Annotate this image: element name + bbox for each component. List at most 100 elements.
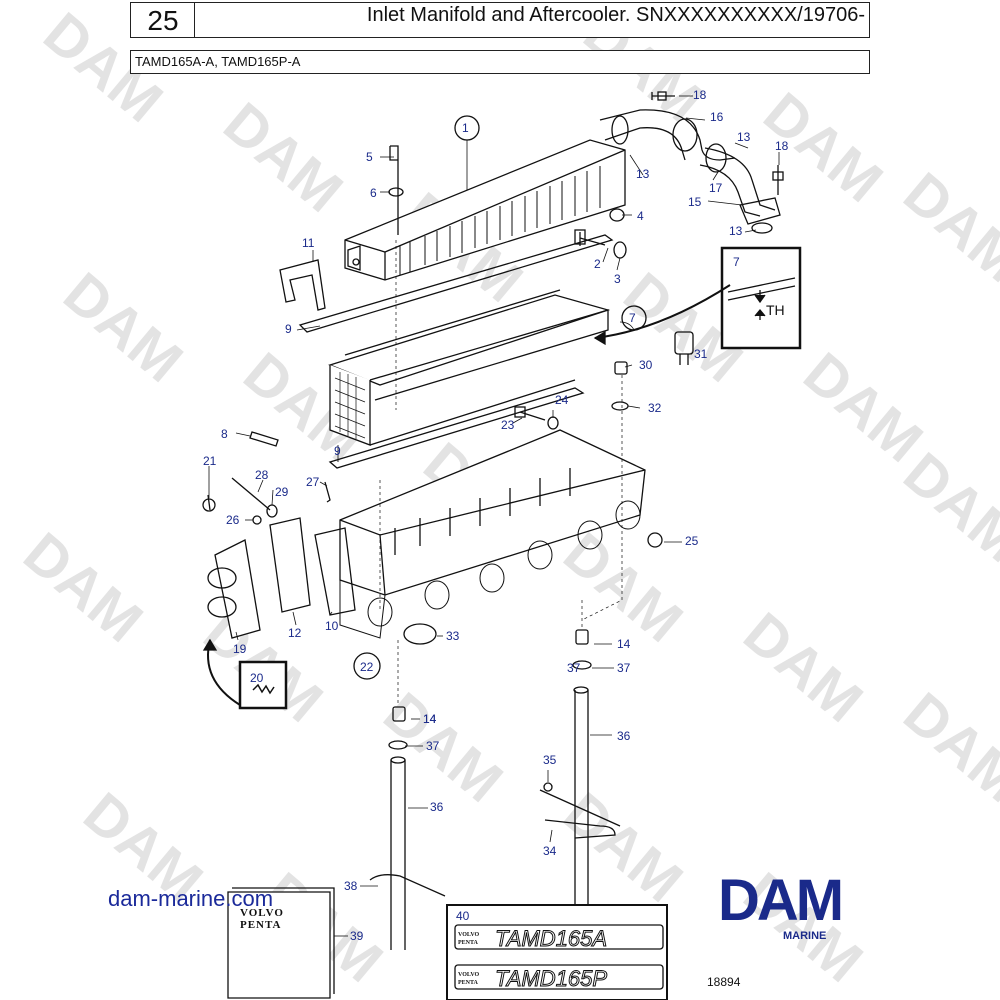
washer-6 bbox=[388, 187, 404, 197]
callout-36: 36 bbox=[430, 800, 444, 814]
bolt-23 bbox=[519, 411, 546, 421]
gasket-9-lower bbox=[328, 387, 585, 469]
o-ring-33 bbox=[403, 623, 437, 645]
intake-manifold-upper bbox=[344, 139, 626, 281]
callout-35: 35 bbox=[543, 753, 557, 767]
callout-29: 29 bbox=[275, 485, 289, 499]
nut-4 bbox=[609, 208, 625, 222]
callout-37: 37 bbox=[426, 739, 440, 753]
sensor-31 bbox=[674, 331, 694, 355]
washer-29 bbox=[266, 504, 278, 518]
dam-brand-logo: DAM bbox=[718, 868, 841, 933]
callout-14: 14 bbox=[423, 712, 437, 726]
intake-manifold-lower bbox=[339, 429, 646, 639]
callout-2: 2 bbox=[594, 257, 601, 271]
bolt-5 bbox=[389, 145, 399, 235]
bolt-21 bbox=[207, 494, 211, 511]
callout-24: 24 bbox=[555, 393, 569, 407]
decal-brand-penta-a: PENTA bbox=[458, 940, 479, 946]
detail-box-spring-20 bbox=[238, 660, 288, 710]
callout-22: 22 bbox=[360, 660, 374, 674]
air-pipe-elbow bbox=[599, 109, 736, 161]
callout-32: 32 bbox=[648, 401, 662, 415]
pin-27 bbox=[324, 481, 331, 503]
circle-callout-22 bbox=[353, 652, 381, 680]
callout-38: 38 bbox=[344, 879, 358, 893]
callout-28: 28 bbox=[255, 468, 269, 482]
callout-21: 21 bbox=[203, 454, 217, 468]
callout-7: 7 bbox=[629, 311, 636, 325]
stud-28 bbox=[231, 477, 271, 511]
seal-8 bbox=[249, 431, 279, 447]
page-number-box: 25 bbox=[130, 2, 196, 38]
aftercooler-core bbox=[328, 289, 611, 446]
callout-40: 40 bbox=[456, 909, 470, 923]
callout-9: 9 bbox=[285, 322, 292, 336]
engine-models: TAMD165A-A, TAMD165P-A bbox=[135, 54, 301, 69]
site-url[interactable]: dam-marine.com bbox=[108, 886, 274, 911]
callout-13: 13 bbox=[737, 130, 751, 144]
page-number: 25 bbox=[147, 5, 179, 36]
callout-25: 25 bbox=[685, 534, 699, 548]
callout-16: 16 bbox=[710, 110, 724, 124]
bolt-18-b bbox=[772, 165, 784, 195]
detail-box-th bbox=[720, 246, 802, 350]
air-pipe-lower bbox=[699, 143, 781, 234]
bolt-18-a bbox=[651, 91, 675, 101]
callout-13: 13 bbox=[729, 224, 743, 238]
callout-19: 19 bbox=[233, 642, 247, 656]
callout-18: 18 bbox=[775, 139, 789, 153]
callout-39: 39 bbox=[350, 929, 364, 943]
callout-5: 5 bbox=[366, 150, 373, 164]
drain-pipe-left bbox=[369, 706, 446, 950]
callout-20: 20 bbox=[250, 671, 264, 685]
callout-36: 36 bbox=[617, 729, 631, 743]
decal-brand-penta-b: PENTA bbox=[458, 980, 479, 986]
callout-4: 4 bbox=[637, 209, 644, 223]
model-box: TAMD165A-A, TAMD165P-A bbox=[130, 50, 870, 74]
callout-14: 14 bbox=[617, 637, 631, 651]
washer-24 bbox=[547, 416, 559, 430]
callout-15: 15 bbox=[688, 195, 702, 209]
decal-label-b: TAMD165P bbox=[495, 966, 607, 991]
decal-brand-volvo-a: VOLVO bbox=[458, 932, 480, 938]
plug-30 bbox=[614, 361, 628, 375]
leader-lines bbox=[208, 95, 780, 937]
callout-37: 37 bbox=[617, 661, 631, 675]
callout-31: 31 bbox=[694, 347, 708, 361]
nut-25 bbox=[647, 532, 663, 548]
callout-6: 6 bbox=[370, 186, 377, 200]
callout-23: 23 bbox=[501, 418, 515, 432]
callout-18: 18 bbox=[693, 88, 707, 102]
manual-39 bbox=[227, 887, 335, 999]
callout-9: 9 bbox=[334, 444, 341, 458]
callout-34: 34 bbox=[543, 844, 557, 858]
washer-32 bbox=[611, 401, 629, 411]
callout-13: 13 bbox=[636, 167, 650, 181]
gasket-10 bbox=[314, 527, 356, 616]
brand-subtitle: MARINE bbox=[783, 930, 827, 942]
callout-8: 8 bbox=[221, 427, 228, 441]
callout-14: 14 bbox=[423, 712, 437, 726]
drawing-number: 18894 bbox=[707, 975, 741, 989]
callout-33: 33 bbox=[446, 629, 460, 643]
callout-30: 30 bbox=[639, 358, 653, 372]
callout-27: 27 bbox=[306, 475, 320, 489]
callout-10: 10 bbox=[325, 619, 339, 633]
callout-1: 1 bbox=[462, 121, 469, 135]
page-title: Inlet Manifold and Aftercooler. SNXXXXXX… bbox=[366, 4, 865, 26]
callout-17: 17 bbox=[709, 181, 723, 195]
manual-brand-line-2: PENTA bbox=[240, 919, 281, 931]
callout-12: 12 bbox=[288, 626, 302, 640]
washer-3 bbox=[613, 241, 627, 259]
title-box: Inlet Manifold and Aftercooler. SNXXXXXX… bbox=[194, 2, 870, 38]
decal-box-40 bbox=[446, 904, 668, 1000]
callout-26: 26 bbox=[226, 513, 240, 527]
th-label: TH bbox=[766, 302, 785, 318]
callout-labels: 1234567899101112131313141414151617181819… bbox=[203, 88, 789, 943]
cover-plate-19 bbox=[207, 539, 261, 639]
callout-11: 11 bbox=[302, 236, 315, 250]
bracket-11 bbox=[279, 259, 326, 311]
gasket-9-upper bbox=[298, 234, 614, 333]
